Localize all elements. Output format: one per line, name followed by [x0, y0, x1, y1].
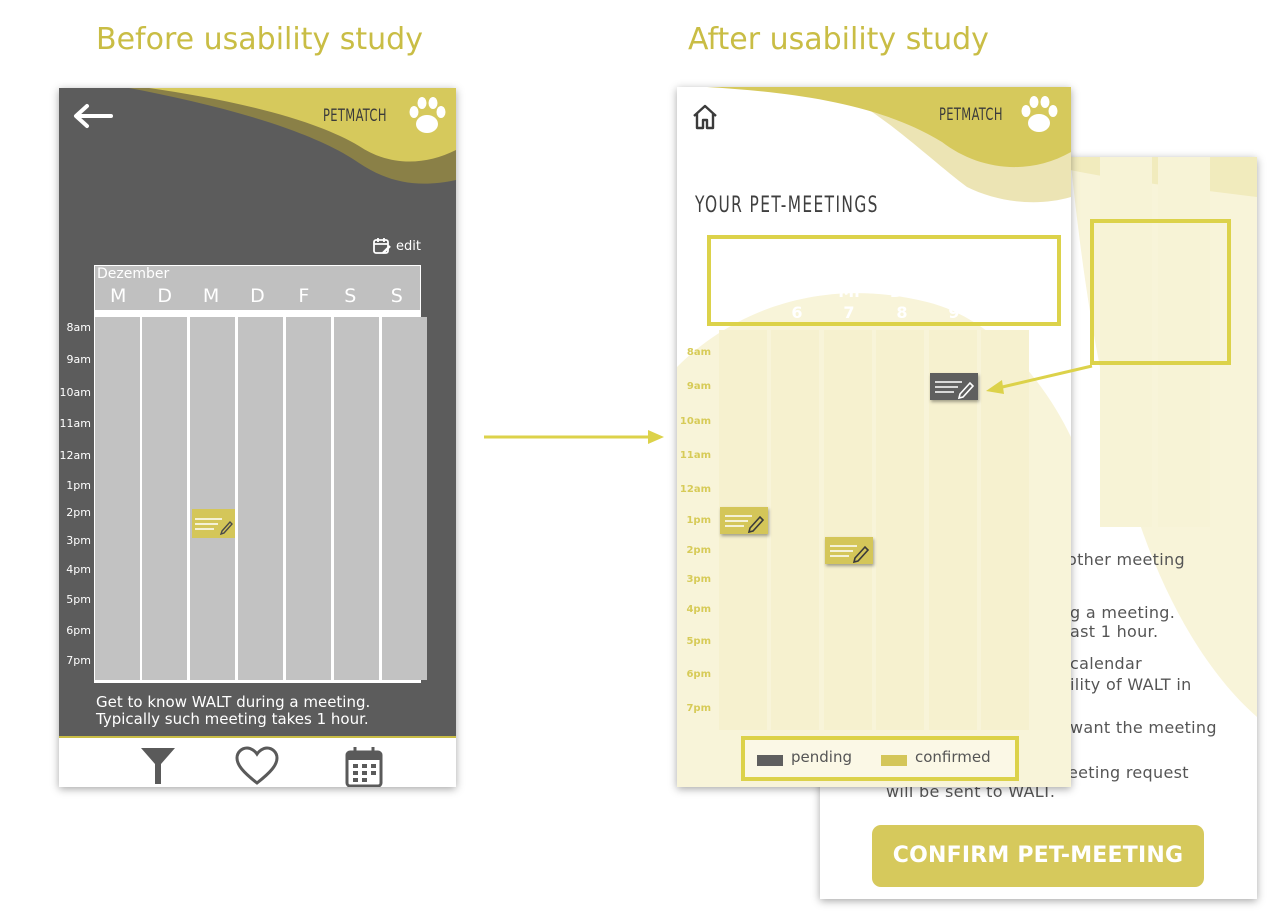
- bottom-nav: [59, 736, 456, 787]
- pending-swatch: [757, 755, 783, 766]
- time-label: 5pm: [66, 593, 91, 606]
- before-phone-screen: PETMATCH edit Dezember M D M D F S S: [59, 88, 456, 787]
- confirmed-swatch: [881, 755, 907, 766]
- time-label: 1pm: [66, 479, 91, 492]
- time-label: 8am: [686, 347, 711, 358]
- time-label: 3pm: [66, 534, 91, 547]
- time-label: 7pm: [686, 703, 711, 714]
- text-line: other meeting: [1067, 550, 1185, 569]
- pencil-note-icon: [725, 515, 765, 534]
- pending-meeting-event[interactable]: [930, 373, 978, 400]
- weekday-label: M: [202, 285, 220, 307]
- meeting-event[interactable]: [192, 509, 235, 538]
- pencil-note-icon: [935, 381, 975, 400]
- time-label: 12am: [59, 449, 91, 462]
- time-label: 5pm: [686, 636, 711, 647]
- time-label: 12am: [679, 484, 711, 495]
- weekday-label: M: [110, 285, 127, 307]
- calendar-icon[interactable]: [345, 746, 383, 787]
- brand-logo-text: PETMATCH: [939, 105, 1003, 125]
- transition-arrow: [484, 430, 664, 444]
- time-label: 8am: [66, 321, 91, 334]
- time-label: 10am: [59, 386, 91, 399]
- time-label: 10am: [679, 416, 711, 427]
- day-column[interactable]: [190, 317, 235, 680]
- calendar-edit-icon: [373, 238, 391, 254]
- time-label: 9am: [686, 381, 711, 392]
- brand-logo-text: PETMATCH: [323, 106, 387, 126]
- time-label: 2pm: [686, 545, 711, 556]
- page-title: YOUR PET-MEETINGS: [695, 193, 879, 218]
- day-column[interactable]: [824, 330, 872, 730]
- day-column[interactable]: [142, 317, 187, 680]
- paw-logo-icon: [1021, 96, 1058, 132]
- heart-icon[interactable]: [235, 746, 279, 786]
- time-label: 7pm: [66, 654, 91, 667]
- weekday-label: F: [298, 285, 310, 307]
- time-label: 4pm: [686, 604, 711, 615]
- time-label: 2pm: [66, 506, 91, 519]
- pencil-note-icon: [195, 518, 233, 536]
- calendar-month: Dezember: [95, 266, 420, 283]
- text-line: eeting request: [1068, 763, 1189, 782]
- after-phone-screen: PETMATCH YOUR PET-MEETINGS < Dezember > …: [677, 87, 1071, 787]
- confirmed-meeting-event[interactable]: [720, 507, 768, 534]
- text-line: ast 1 hour.: [1070, 622, 1159, 641]
- time-label: 9am: [66, 353, 91, 366]
- weekday-label: S: [390, 285, 403, 307]
- weekday-label: D: [157, 285, 172, 307]
- legend: pending confirmed: [741, 736, 1019, 781]
- weekday-label: D: [250, 285, 265, 307]
- day-column: [1100, 157, 1152, 527]
- paw-logo-icon: [409, 97, 446, 133]
- month-selector[interactable]: < Dezember >: [823, 254, 945, 272]
- day-column[interactable]: [238, 317, 283, 680]
- legend-label-pending: pending: [791, 748, 852, 766]
- home-icon[interactable]: [691, 103, 719, 131]
- time-label: 6pm: [686, 669, 711, 680]
- confirmed-meeting-event[interactable]: [825, 537, 873, 564]
- calendar-grid: Dezember M D M D F S S: [94, 265, 427, 683]
- pointer-arrow: [986, 364, 1093, 394]
- text-line: g a meeting.: [1070, 603, 1176, 622]
- day-column[interactable]: [95, 317, 140, 680]
- header-wave: [129, 88, 456, 184]
- day-column[interactable]: [382, 317, 427, 680]
- edit-label: edit: [396, 238, 421, 254]
- back-arrow-icon[interactable]: [71, 102, 115, 130]
- time-label: 11am: [59, 417, 91, 430]
- time-label: 3pm: [686, 574, 711, 585]
- text-line: ility of WALT in: [1070, 675, 1192, 694]
- before-heading: Before usability study: [96, 22, 423, 57]
- day-column[interactable]: [876, 330, 924, 730]
- confirm-pet-meeting-button[interactable]: CONFIRM PET-MEETING: [872, 825, 1204, 887]
- filter-icon[interactable]: [139, 746, 177, 786]
- edit-button[interactable]: edit: [372, 236, 421, 256]
- time-label: 6pm: [66, 624, 91, 637]
- day-column[interactable]: [334, 317, 379, 680]
- pencil-note-icon: [830, 545, 870, 564]
- day-column[interactable]: [771, 330, 819, 730]
- day-column[interactable]: [981, 330, 1029, 730]
- day-column: [1158, 157, 1210, 527]
- text-line: want the meeting: [1070, 718, 1217, 737]
- day-column[interactable]: [286, 317, 331, 680]
- weekday-label: S: [344, 285, 357, 307]
- time-label: 1pm: [686, 515, 711, 526]
- meeting-description: Get to know WALT during a meeting. Typic…: [96, 693, 371, 728]
- after-heading: After usability study: [688, 22, 989, 57]
- legend-label-confirmed: confirmed: [915, 748, 991, 766]
- time-label: 4pm: [66, 563, 91, 576]
- highlight-box: [1090, 219, 1231, 365]
- text-line: calendar: [1070, 654, 1142, 673]
- weekday-header: M D M D F S S: [95, 283, 420, 310]
- time-label: 11am: [679, 450, 711, 461]
